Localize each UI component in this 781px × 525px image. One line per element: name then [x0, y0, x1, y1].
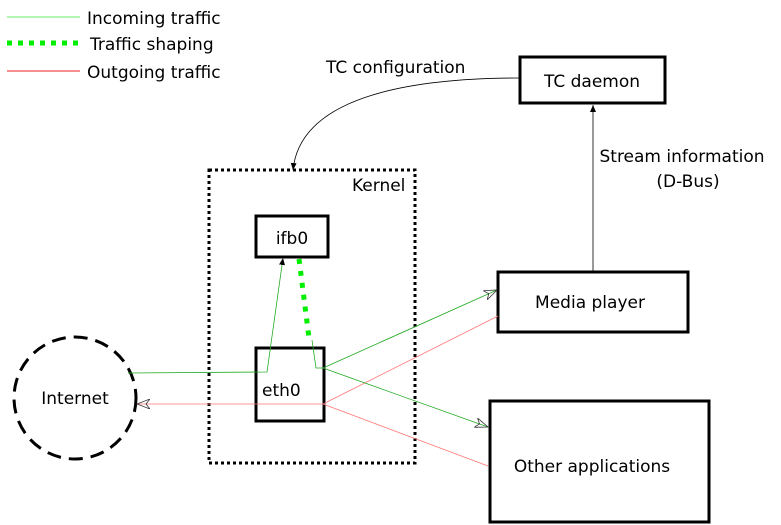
media-player-box — [496, 270, 690, 334]
dbus-label: (D-Bus) — [656, 172, 719, 192]
kernel-box — [207, 168, 417, 465]
outgoing-traffic — [137, 315, 499, 467]
internet-label: Internet — [41, 389, 109, 409]
eth0-box — [254, 346, 326, 423]
outgoing-apps-edge — [322, 403, 489, 467]
eth0-label: eth0 — [262, 381, 301, 401]
other-apps-label: Other applications — [514, 457, 670, 477]
tc-config-label: TC configuration — [325, 58, 465, 78]
internet-node — [12, 335, 138, 461]
incoming-media-edge — [322, 290, 497, 369]
traffic-shaping-edge — [296, 258, 312, 339]
tc-config-edge — [290, 77, 521, 171]
other-apps-box — [488, 399, 711, 524]
tc-daemon-label: TC daemon — [543, 72, 640, 92]
media-player-label: Media player — [535, 293, 645, 313]
legend: Incoming traffic Traffic shaping Outgoin… — [7, 9, 221, 83]
tc-daemon-box — [518, 55, 667, 105]
legend-incoming-label: Incoming traffic — [87, 9, 221, 29]
ifb0-to-eth0-edge — [311, 339, 323, 369]
ifb0-label: ifb0 — [276, 229, 308, 249]
legend-outgoing-label: Outgoing traffic — [87, 63, 221, 83]
ifb0-box — [254, 214, 330, 259]
incoming-apps-edge — [322, 367, 488, 427]
kernel-label: Kernel — [352, 176, 405, 196]
stream-info-label: Stream information — [599, 147, 764, 167]
incoming-traffic — [127, 257, 497, 427]
incoming-to-ifb0-edge — [127, 257, 285, 374]
legend-shaping-label: Traffic shaping — [89, 35, 214, 55]
outgoing-media-edge — [322, 315, 499, 405]
